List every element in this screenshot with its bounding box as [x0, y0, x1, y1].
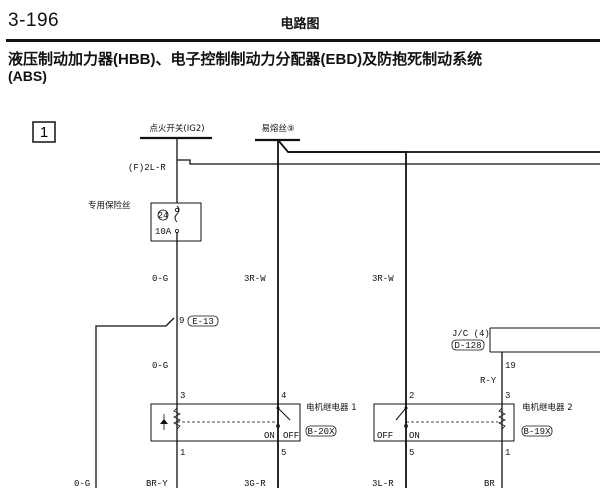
relay-1-name: 电机继电器 1 — [306, 402, 357, 413]
fuse-number: 24 — [158, 211, 169, 221]
pin-2: 2 — [409, 391, 414, 401]
bottom-0g-label: 0-G — [74, 479, 90, 489]
header-rule — [6, 39, 600, 42]
wire-3rw-right-label: 3R-W — [372, 274, 394, 284]
fusible-link-label: 易熔丝⑨ — [261, 123, 294, 134]
section-title: 电路图 — [280, 16, 320, 31]
pin-3-right: 3 — [505, 391, 510, 401]
fuse-element — [174, 205, 180, 223]
motor-relay-1-box — [150, 403, 301, 442]
junction-connector: E-13 — [192, 317, 214, 327]
relay-1-diode — [160, 419, 168, 424]
relay-1-switch — [277, 407, 291, 421]
bottom-3gr-label: 3G-R — [244, 479, 266, 489]
frame-number-box — [32, 121, 56, 143]
bottom-3lr-label: 3L-R — [372, 479, 394, 489]
diagram-title-abbr: (ABS) — [8, 68, 47, 84]
relay-1-off: OFF — [283, 431, 299, 441]
fuse-rating: 10A — [155, 227, 172, 237]
pin-5-left: 5 — [281, 448, 286, 458]
wire-0g-left-branch — [95, 317, 175, 488]
junction-connector-box — [187, 315, 219, 327]
pin-3-left: 3 — [180, 391, 185, 401]
wire-2l-r-branch — [177, 159, 600, 165]
fuse-number-circle — [157, 209, 169, 221]
relay-2-switch — [395, 407, 407, 421]
relay-2-connector: B-19X — [523, 427, 551, 437]
jc-connector: D-128 — [454, 341, 481, 351]
junction-pin: 9 — [179, 316, 184, 326]
wire-ry-label: R-Y — [480, 376, 497, 386]
jc-connector-box — [451, 339, 485, 351]
bottom-bry-label: BR-Y — [146, 479, 168, 489]
wire-3rw-left-label: 3R-W — [244, 274, 266, 284]
relay-1-connector-box — [305, 425, 337, 437]
page-number: 3-196 — [8, 10, 60, 31]
f-2l-r-label: (F)2L-R — [128, 163, 166, 173]
pin-5-right: 5 — [409, 448, 414, 458]
relay-2-name: 电机继电器 2 — [522, 402, 573, 413]
motor-relay-2-box — [373, 403, 515, 442]
dedicated-fuse-label: 专用保险丝 — [88, 200, 131, 211]
relay-2-coil — [498, 407, 506, 430]
pin-1-left: 1 — [180, 448, 185, 458]
relay-1-coil — [173, 407, 181, 430]
frame-number: 1 — [40, 124, 48, 141]
dedicated-fuse-box — [150, 202, 202, 242]
wire-0g-mid-label: 0-G — [152, 361, 168, 371]
page-header: 3-196 电路图 — [0, 0, 600, 46]
jc-label: J/C (4) — [452, 329, 490, 339]
bottom-br-label: BR — [484, 479, 495, 489]
ignition-switch-label: 点火开关(IG2) — [149, 123, 204, 134]
diagram-title: 液压制动加力器(HBB)、电子控制制动力分配器(EBD)及防抱死制动系统 — [8, 51, 483, 68]
relay-2-on: ON — [409, 431, 420, 441]
wire-0g-top-label: 0-G — [152, 274, 168, 284]
relay-1-connector: B-20X — [307, 427, 335, 437]
pin-19: 19 — [505, 361, 516, 371]
relay-2-off: OFF — [377, 431, 393, 441]
pin-4: 4 — [281, 391, 286, 401]
relay-2-connector-box — [521, 425, 553, 437]
relay-1-on: ON — [264, 431, 275, 441]
pin-1-right: 1 — [505, 448, 510, 458]
